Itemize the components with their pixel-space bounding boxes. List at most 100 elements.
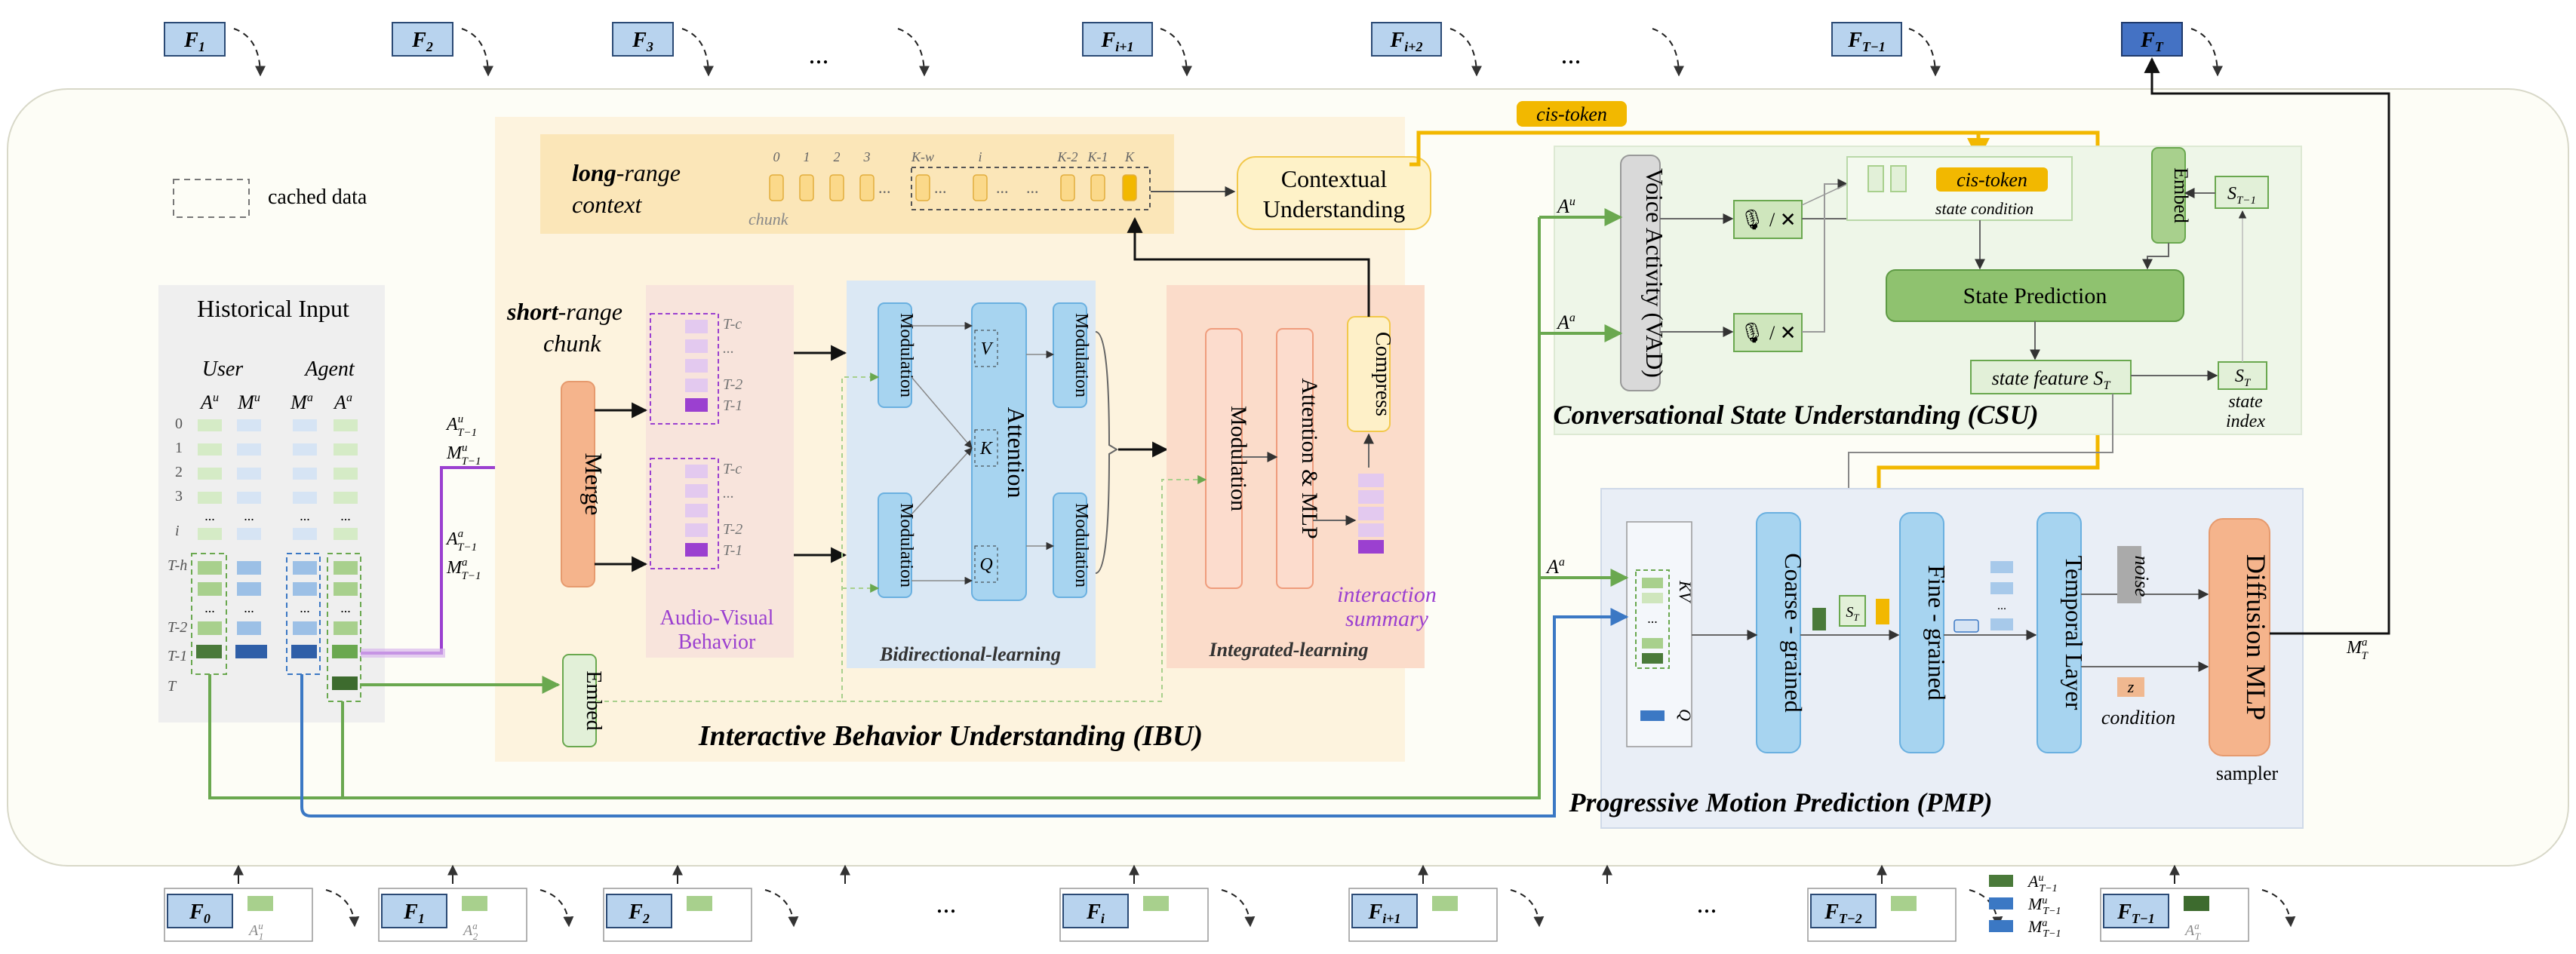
history-cell [237,528,261,540]
frame-bottom-3: Fi [1059,888,1209,942]
svg-text:ST: ST [2235,367,2252,389]
svg-text:Attention & MLP: Attention & MLP [1297,378,1322,538]
frame-next-arrow [539,889,574,928]
pmp-panel: Aa ... KV Q Coarse - grained ST Fine - g… [1539,488,2304,829]
ibu-title: Interactive Behavior Understanding (IBU) [698,720,1203,752]
svg-text:state: state [2228,392,2263,412]
svg-text:Q: Q [979,555,992,575]
summary-cell [1358,507,1384,520]
chunk-index: K-w [911,149,934,164]
chunk-ellipsis: ... [996,178,1009,197]
cached-cell [237,621,261,635]
chunk-index: 2 [834,149,841,164]
chunk-index: 3 [863,149,871,164]
svg-text:...: ... [1647,611,1658,626]
frame-top-2: F2 [392,22,453,57]
frame-top-tm1: FT−1 [1831,22,1902,57]
long-chunk [859,174,875,201]
chunk-index: K-1 [1087,149,1108,164]
coarse-label: Coarse - grained [1780,553,1807,712]
svg-text:1: 1 [175,440,183,456]
av-stack-cell [685,320,708,333]
historical-user: User [202,357,244,381]
cached-ellipsis: ... [204,600,215,615]
temporal-layer-box [2037,512,2082,753]
history-cell [198,468,222,480]
cached-cell [334,621,358,635]
svg-text:index: index [2226,412,2265,431]
frame-next-arrow [764,889,799,928]
svg-text:chunk: chunk [749,210,789,229]
integrated-label: Integrated-learning [1209,639,1369,661]
svg-text:ST−1: ST−1 [2227,184,2256,207]
ellipsis-bottom-1: ... [936,888,957,919]
history-cell [237,419,261,431]
chunk-index: K-2 [1057,149,1078,164]
cached-data-swatch [173,179,250,218]
cached-cell [237,582,261,596]
csu-title: Conversational State Understanding (CSU) [1553,400,2038,430]
fine-label: Fine - grained [1923,565,1950,701]
frame-label: F [183,29,198,52]
mic-icon-1: 🎙︎ / ✕ [1739,209,1796,231]
svg-text:T-1: T-1 [168,648,187,664]
chunk-index: 1 [804,149,810,164]
long-chunk [1122,174,1137,201]
av-line2: Behavior [678,630,756,654]
svg-text:MaT−1: MaT−1 [446,557,481,582]
av-stack-cell [685,398,708,412]
history-cell [293,419,317,431]
contextual-understanding-box [1237,156,1431,230]
av-stack-cell [685,359,708,373]
svg-text:Fi+1: Fi+1 [1368,900,1401,926]
svg-text:F2: F2 [411,29,433,54]
history-cell [293,528,317,540]
svg-text:chunk: chunk [543,330,601,357]
svg-text:Attention: Attention [1003,407,1030,498]
cached-ellipsis: ... [244,600,254,615]
svg-text:ST: ST [1846,604,1859,623]
svg-text:Modulation: Modulation [1071,503,1091,587]
cached-ellipsis: ... [300,600,310,615]
svg-text:short-range: short-range [506,298,622,325]
pmp-title: Progressive Motion Prediction (PMP) [1569,787,1993,817]
cis-token-label-top [1517,101,1627,127]
svg-text:V: V [981,339,994,359]
frame-next-arrow [1510,889,1545,928]
av-stack-cell [685,465,708,478]
ibu-embed-label: Embed [582,670,605,730]
svg-text:Modulation: Modulation [1226,406,1251,511]
av-stack-cell [685,504,708,517]
diffusion-mlp-box [2209,518,2270,756]
cached-cell [198,621,222,635]
cached-data-label: cached data [268,186,367,209]
history-cell [334,528,358,540]
av-stack-label: ... [723,340,734,357]
svg-text:T: T [168,678,177,695]
history-cell [334,492,358,504]
svg-text:K: K [979,439,994,459]
top-frames: F1 F2 F3 ... Fi+1 Fi+2 ... FT−1 FT [164,22,2223,77]
history-ellipsis: ... [244,508,254,523]
av-stack-label: T-1 [723,397,742,414]
frame-next-arrow [1221,889,1256,928]
svg-text:KV: KV [1676,580,1695,604]
av-stack-cell [685,339,708,353]
history-ellipsis: ... [340,508,351,523]
history-cell [198,492,222,504]
state-prediction-label: State Prediction [1963,284,2107,308]
svg-text:T-2: T-2 [168,619,187,636]
merge-box [561,381,595,587]
cis-token-csu: cis-token [1957,169,2027,191]
av-stack-label: T-c [723,316,742,333]
svg-text:state feature ST: state feature ST [1992,367,2111,392]
contextual-line1: Contextual [1281,165,1388,192]
av-stack-label: T-2 [723,521,742,538]
svg-text:F0: F0 [189,900,211,926]
history-cell [293,468,317,480]
chunk-index: K [1124,149,1135,164]
chunk-index: 0 [773,149,780,164]
